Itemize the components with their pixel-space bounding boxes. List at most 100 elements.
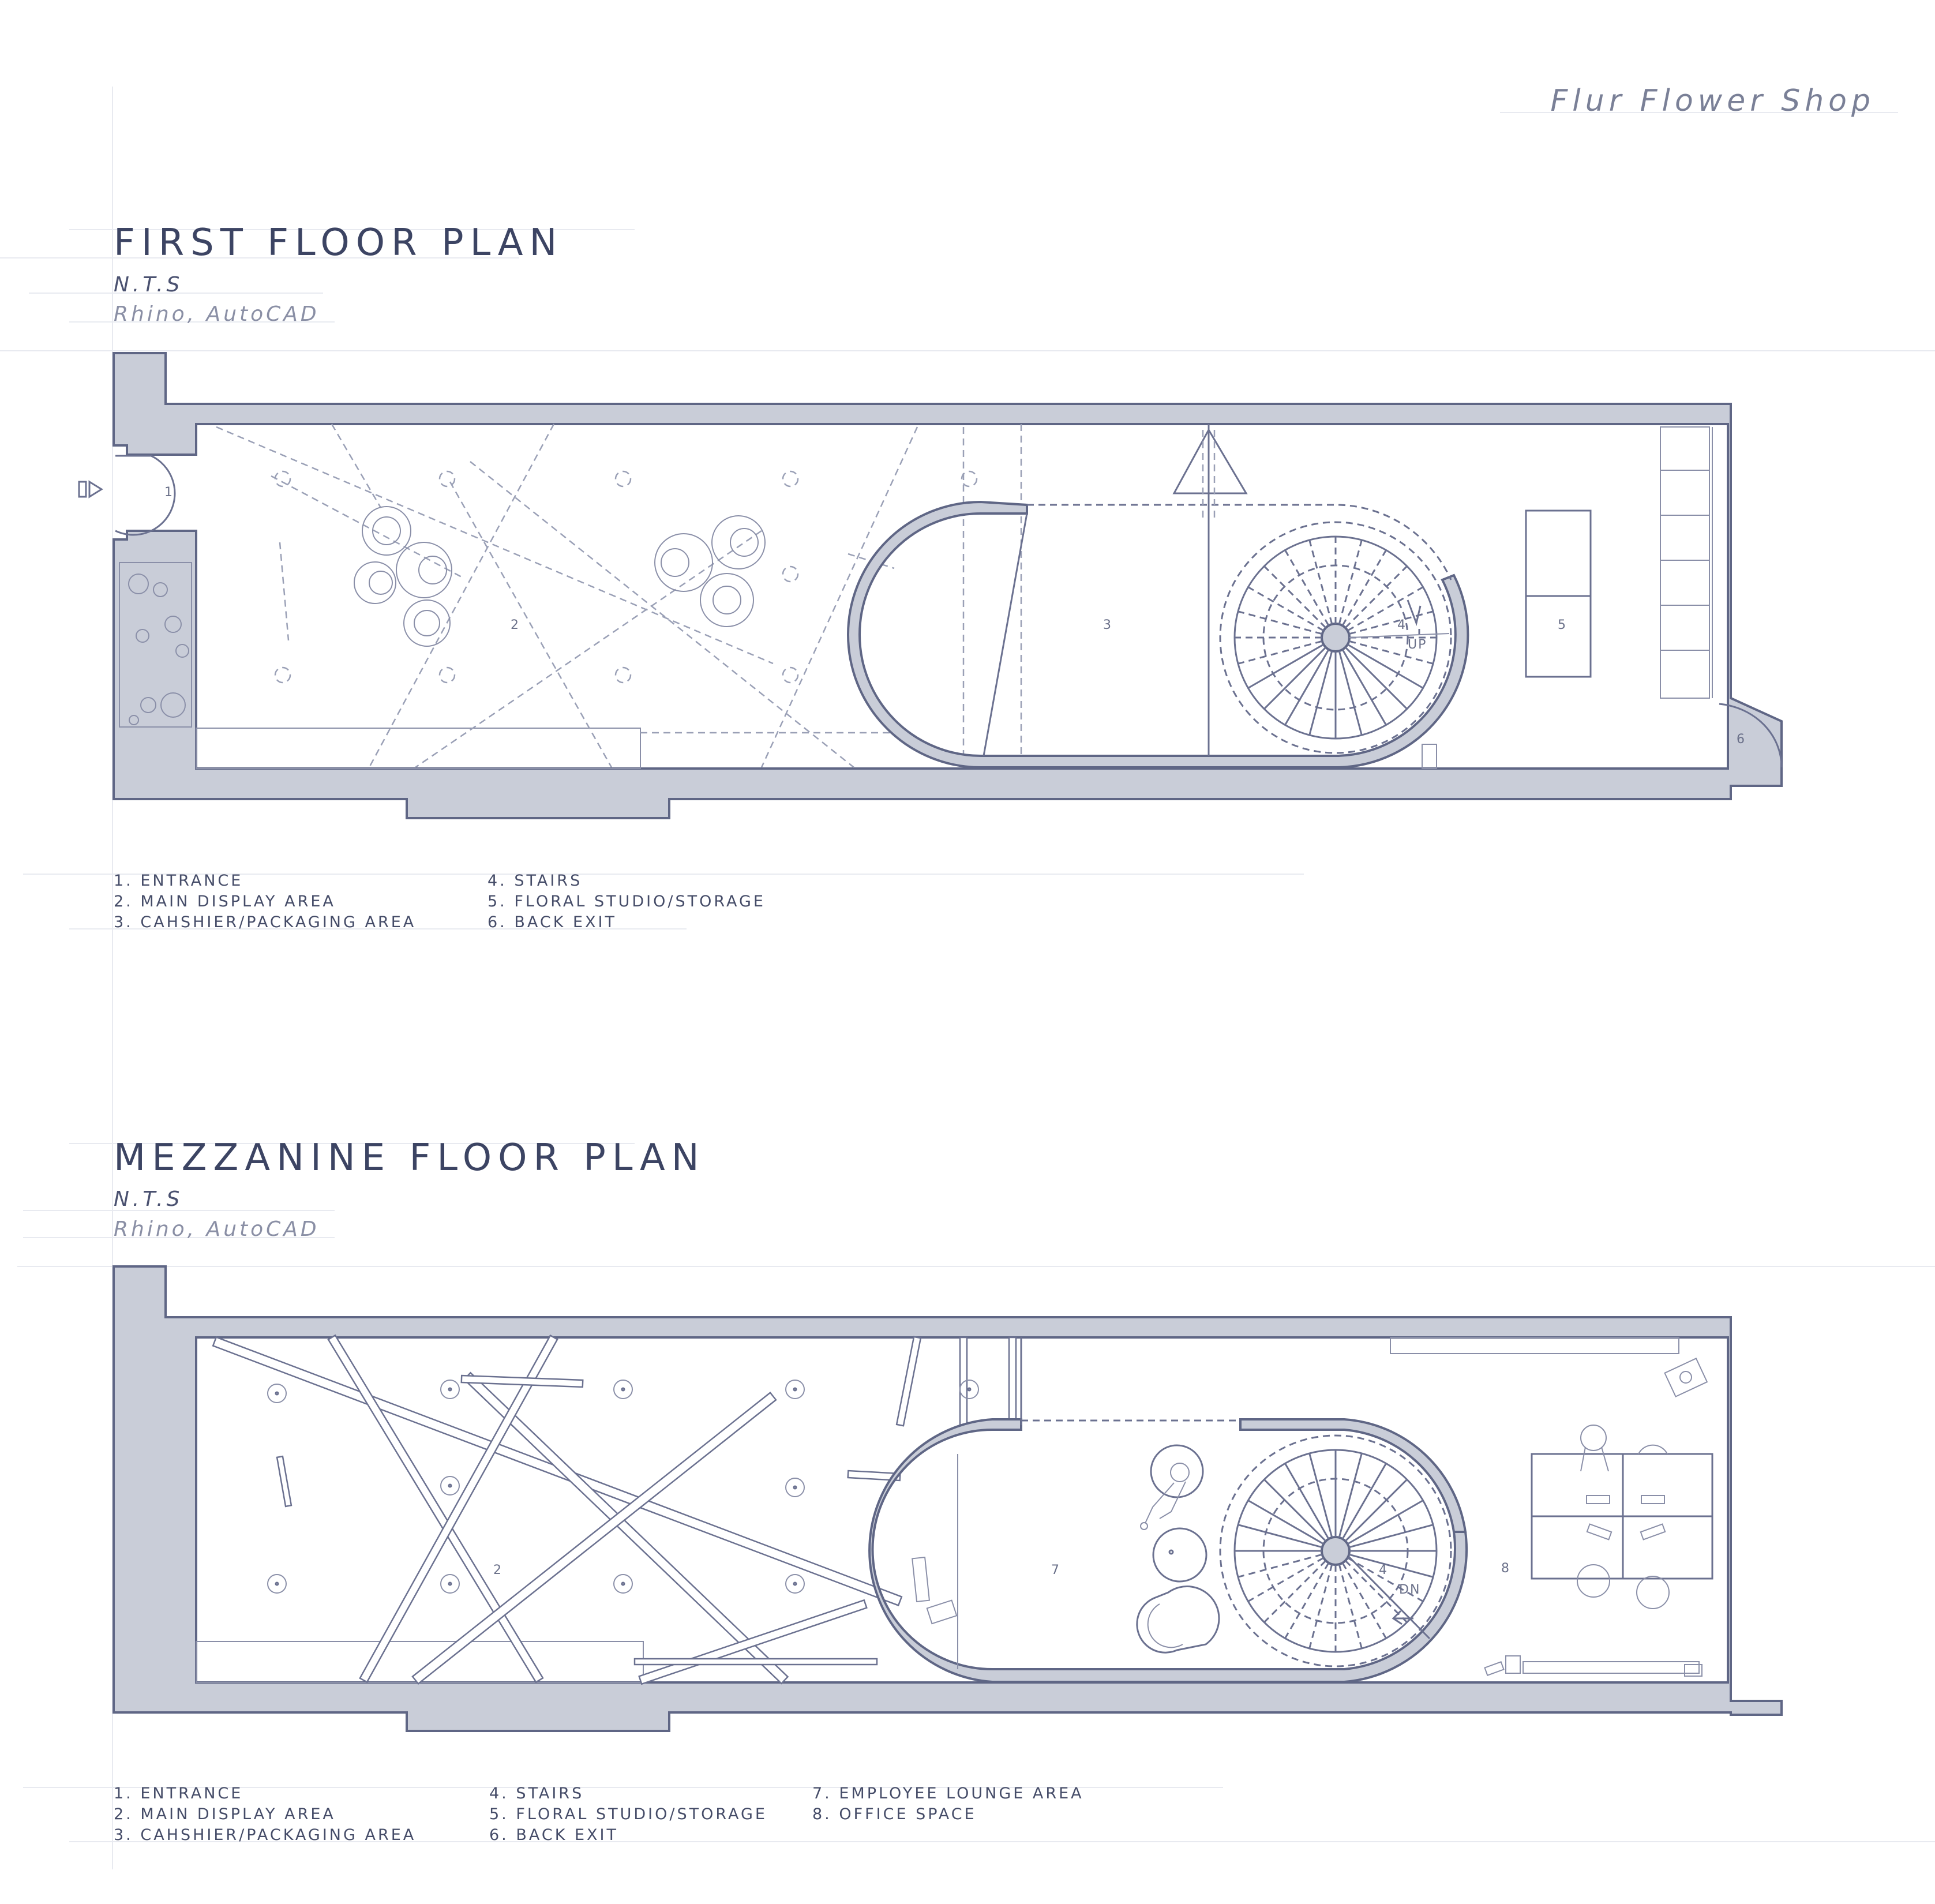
lounge-furniture: [912, 1444, 1220, 1654]
entrance-door: [115, 455, 176, 536]
stair-tread: [1247, 1557, 1324, 1602]
back-exit-door: [1719, 703, 1783, 768]
project-name: Flur Flower Shop: [1550, 84, 1875, 118]
mz-legend-8: 8. OFFICE SPACE: [812, 1805, 977, 1823]
mezzanine-software: Rhino, AutoCAD: [114, 1217, 320, 1241]
stair-tread: [1263, 1479, 1327, 1542]
planter-bench: [119, 562, 192, 728]
stair-tread: [1284, 1562, 1330, 1639]
first-floor-spiral-stair: [1219, 521, 1452, 754]
branch-sculpture: [212, 1334, 1017, 1685]
mz-legend-1: 1. ENTRANCE: [114, 1785, 243, 1802]
upper-floor-edge: [1027, 504, 1452, 580]
stair-tread: [1341, 1562, 1387, 1639]
mezzanine-header: MEZZANINE FLOOR PLAN N.T.S Rhino, AutoCA…: [114, 1137, 706, 1241]
stair-tread: [1348, 640, 1434, 665]
stair-tread: [1347, 643, 1424, 689]
stair-tread: [1344, 1560, 1408, 1623]
mz-stair-direction: DN: [1399, 1583, 1420, 1597]
stair-tread: [1263, 1560, 1327, 1623]
entrance-arrow-icon: [78, 480, 103, 499]
first-floor-plan: 1 2 3 4 5 6 UP: [78, 352, 1783, 819]
stair-tread: [1308, 1564, 1333, 1649]
first-floor-legend: 1. ENTRANCE 2. MAIN DISPLAY AREA 3. CAHS…: [114, 872, 766, 931]
branch-beam: [327, 1334, 544, 1684]
display-fan: [1172, 428, 1248, 494]
mezzanine-spot-lights: [267, 1380, 979, 1594]
stair-tread: [1238, 1553, 1323, 1578]
stair-post: [1422, 744, 1437, 769]
stair-tread: [1341, 549, 1387, 626]
branch-beam: [638, 1599, 868, 1685]
first-floor-title: FIRST FLOOR PLAN: [114, 222, 563, 264]
ff-room-3: 3: [1103, 618, 1111, 632]
ff-room-5: 5: [1558, 618, 1566, 632]
mz-legend-2: 2. MAIN DISPLAY AREA: [114, 1805, 336, 1823]
guide-lines: [0, 87, 1935, 1869]
first-floor-scale: N.T.S: [114, 273, 183, 297]
stair-tread: [1338, 1453, 1363, 1538]
stair-tread: [1341, 649, 1387, 726]
planter-stones: [128, 574, 189, 725]
ff-legend-4: 4. STAIRS: [487, 872, 582, 890]
stair-tread: [1348, 1553, 1434, 1578]
stair-tread: [1347, 1500, 1424, 1545]
mezzanine-plan: 2 7 4 8 DN: [112, 1265, 1783, 1732]
mz-legend-3: 3. CAHSHIER/PACKAGING AREA: [114, 1826, 416, 1844]
mz-room-4: 4: [1379, 1563, 1387, 1577]
mezzanine-title: MEZZANINE FLOOR PLAN: [114, 1137, 706, 1179]
branch-beam: [359, 1334, 558, 1684]
branch-beam: [895, 1336, 922, 1427]
stair-tread: [1284, 649, 1330, 726]
overhead-branches: [216, 423, 1022, 769]
first-floor-header: FIRST FLOOR PLAN N.T.S Rhino, AutoCAD: [114, 222, 563, 326]
hanging-flower-rings: [354, 506, 766, 647]
ff-stair-direction: UP: [1408, 638, 1427, 652]
branch-beam: [276, 1455, 292, 1508]
stair-tread: [1263, 646, 1327, 710]
stair-tread: [1344, 565, 1408, 629]
ff-legend-5: 5. FLORAL STUDIO/STORAGE: [487, 893, 766, 910]
seated-person-icon: [1140, 1463, 1190, 1530]
ff-room-6: 6: [1737, 732, 1745, 747]
stair-tread: [1247, 586, 1324, 632]
stair-tread: [1263, 565, 1327, 629]
mz-room-8: 8: [1501, 1561, 1509, 1576]
stair-tread: [1284, 549, 1330, 626]
office-furniture: [1390, 1337, 1713, 1677]
stair-guard-wall: [1239, 1418, 1467, 1533]
front-counter: [196, 728, 641, 769]
mezzanine-scale: N.T.S: [114, 1187, 183, 1211]
stair-tread: [1247, 643, 1324, 689]
mz-room-2: 2: [493, 1563, 501, 1577]
stair-tread: [1308, 1453, 1333, 1538]
ff-legend-1: 1. ENTRANCE: [114, 872, 243, 890]
stair-tread: [1308, 650, 1333, 736]
branch-beam: [460, 1374, 584, 1388]
stair-tread: [1338, 539, 1363, 625]
stair-tread: [1341, 1463, 1387, 1539]
first-floor-curved-wall: [847, 500, 1469, 769]
branch-beam: [411, 1391, 777, 1685]
stair-tread: [1338, 1564, 1363, 1649]
stair-tread: [1247, 1500, 1324, 1545]
stair-tread: [1338, 650, 1363, 736]
ff-room-1: 1: [164, 485, 172, 500]
branch-beam: [633, 1658, 878, 1666]
mz-legend-5: 5. FLORAL STUDIO/STORAGE: [489, 1805, 767, 1823]
first-floor-walls: [112, 352, 1783, 819]
floral-studio-table: [1525, 509, 1592, 678]
stair-tread: [1308, 539, 1333, 625]
stair-tread: [1344, 1479, 1408, 1542]
first-floor-software: Rhino, AutoCAD: [114, 302, 320, 326]
branch-beam: [463, 1371, 789, 1685]
spot-lights: [274, 470, 978, 684]
branch-beam: [212, 1336, 903, 1607]
ff-room-4: 4: [1397, 618, 1405, 632]
cashier-counter-edge: [982, 513, 1028, 756]
stair-tread: [1238, 640, 1323, 665]
storage-shelves: [1660, 426, 1713, 699]
mezzanine-legend: 1. ENTRANCE 2. MAIN DISPLAY AREA 3. CAHS…: [114, 1785, 1082, 1844]
stair-tread: [1238, 610, 1323, 635]
